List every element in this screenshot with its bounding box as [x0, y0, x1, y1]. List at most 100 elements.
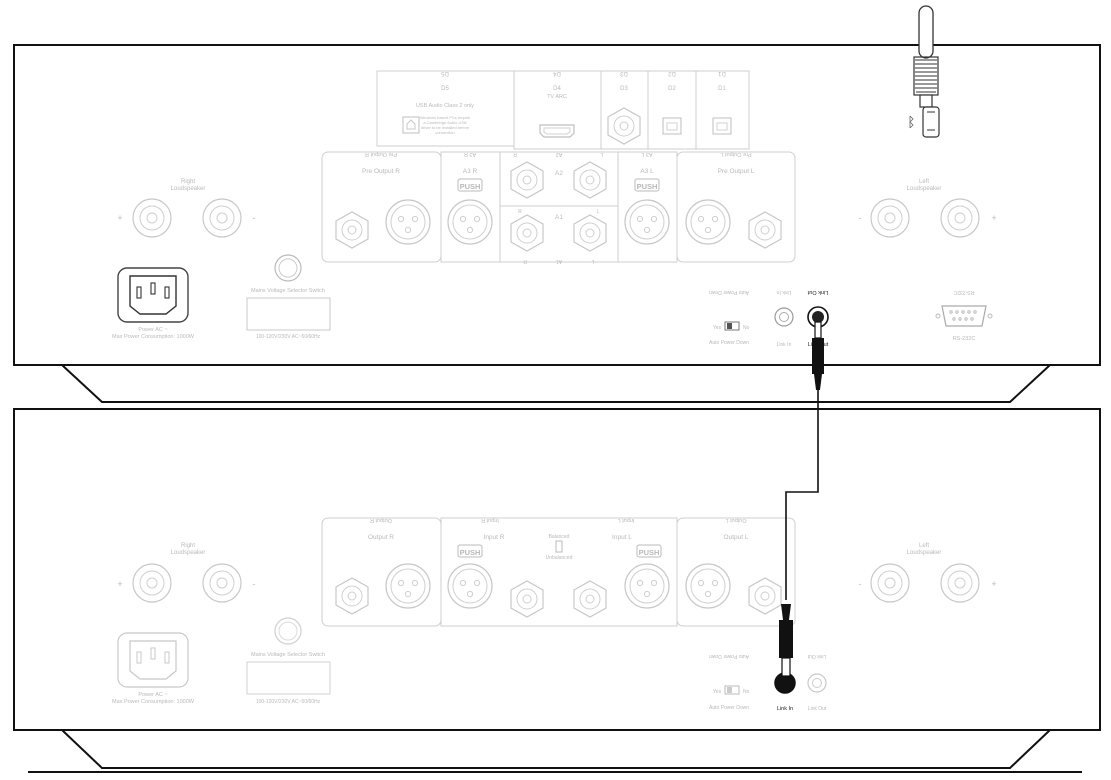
- right-speaker-minus-bottom: -: [253, 579, 256, 589]
- d4-header: D4: [553, 70, 561, 76]
- right-speaker-post-plus: [132, 198, 172, 238]
- voltage-label-bottom: 100-120V/230V AC~50/60Hz: [256, 699, 321, 705]
- left-speaker-plus: +: [991, 213, 996, 223]
- right-speaker-post-minus: [202, 198, 242, 238]
- input-l-label: Input L: [612, 534, 632, 541]
- right-speaker-label: Right: [181, 179, 195, 185]
- link-cable: [779, 321, 824, 677]
- input-r-label: Input R: [484, 534, 505, 541]
- a3-r-header: A3 R: [464, 151, 476, 157]
- balanced-switch[interactable]: [555, 540, 563, 553]
- balanced-label: Balanced: [549, 534, 570, 540]
- digital-inputs-panel: D5 D5 USB Audio Class 2 only Windows bas…: [376, 70, 750, 150]
- mains-switch-label-bottom: Mains Voltage Selector Switch: [251, 652, 325, 658]
- left-speaker-minus: -: [859, 213, 862, 223]
- yes-label-bottom: Yes: [713, 689, 722, 695]
- no-label: No: [743, 325, 750, 331]
- d2-header: D2: [668, 70, 676, 76]
- control-section-bottom: Auto Power Down Yes No Auto Power Down L…: [709, 653, 827, 712]
- push-tab-input-l: [636, 544, 662, 558]
- right-speaker-label-2-bottom: Loudspeaker: [171, 550, 206, 556]
- right-loudspeaker-terminals-bottom: Right Loudspeaker + -: [117, 543, 256, 603]
- top-unit: D5 D5 USB Audio Class 2 only Windows bas…: [13, 5, 1101, 403]
- d3-label: D3: [620, 86, 628, 92]
- top-unit-foot: [61, 364, 1051, 403]
- push-label-a3-l: PUSH: [637, 182, 658, 191]
- a2-header-l: L: [600, 151, 603, 157]
- pre-output-l-label: Pre Output L: [718, 168, 755, 175]
- right-speaker-minus: -: [253, 213, 256, 223]
- right-speaker-post-plus-bottom: [132, 563, 172, 603]
- pre-output-r-label: Pre Output R: [362, 168, 400, 175]
- d5-note-4: connection: [435, 130, 454, 135]
- d4-label: D4: [553, 86, 561, 92]
- auto-power-down-label-bottom: Auto Power Down: [709, 705, 749, 711]
- left-speaker-post-plus: [940, 198, 980, 238]
- input-l-header: Input L: [618, 517, 635, 523]
- bottom-unit-foot: [61, 729, 1051, 769]
- link-out-port-bottom[interactable]: [807, 673, 827, 693]
- voltage-label: 100-120V/230V AC~50/60Hz: [256, 334, 321, 340]
- power-ac-label-bottom: Power AC ~: [138, 692, 167, 698]
- power-ac-label: Power AC ~: [138, 327, 167, 333]
- no-label-bottom: No: [743, 689, 750, 695]
- a1-r: R: [518, 209, 522, 215]
- auto-power-down-mirror-bottom: Auto Power Down: [709, 653, 749, 659]
- rs232-label: RS-232C: [953, 336, 976, 342]
- right-speaker-plus-bottom: +: [117, 579, 122, 589]
- right-speaker-plus: +: [117, 213, 122, 223]
- left-speaker-label: Left: [919, 179, 929, 185]
- d5-note-1: Windows based PCs require: [420, 115, 471, 120]
- d1-label: D1: [718, 86, 726, 92]
- link-out-mirror-bottom: Link Out: [807, 653, 826, 659]
- left-speaker-post-plus-bottom: [940, 563, 980, 603]
- analog-panel-bottom: Output R Output R Input R Input R Input …: [321, 517, 796, 627]
- left-speaker-post-minus-bottom: [870, 563, 910, 603]
- push-tab-a3-l: [634, 178, 660, 192]
- link-in-port-top[interactable]: [774, 307, 794, 327]
- d5-label: D5: [441, 86, 449, 92]
- rs232-port[interactable]: [935, 305, 993, 327]
- analog-panel-top: Pre Output R Pre Output R A3 R A3 R PUSH…: [321, 151, 796, 264]
- right-speaker-post-minus-bottom: [202, 563, 242, 603]
- left-loudspeaker-terminals-top: Left Loudspeaker - +: [859, 179, 997, 238]
- output-r-label: Output R: [368, 534, 394, 541]
- link-in-label: Link In: [777, 342, 792, 348]
- a3-l-header: A3 L: [641, 151, 652, 157]
- power-inlet-bottom: Power AC ~ Max Power Consumption: 1000W: [112, 632, 195, 705]
- mains-voltage-selector-bottom: Mains Voltage Selector Switch 100-120V/2…: [246, 617, 331, 705]
- right-speaker-label-bottom: Right: [181, 543, 195, 549]
- auto-power-down-label: Auto Power Down: [709, 340, 749, 346]
- bottom-unit: Output R Output R Input R Input R Input …: [13, 408, 1101, 773]
- right-speaker-label-2: Loudspeaker: [171, 186, 206, 192]
- left-speaker-minus-bottom: -: [859, 579, 862, 589]
- push-label-input-r: PUSH: [460, 548, 481, 557]
- input-r-header: Input R: [481, 517, 499, 523]
- a1-footer: A1: [556, 258, 562, 264]
- rs232-mirror: RS-232C: [953, 289, 974, 295]
- left-speaker-label-2: Loudspeaker: [907, 186, 942, 192]
- a1-footer-r: R: [523, 258, 527, 264]
- auto-power-down-mirror: Auto Power Down: [709, 289, 749, 295]
- left-speaker-label-2-bottom: Loudspeaker: [907, 550, 942, 556]
- d2-label: D2: [668, 86, 676, 92]
- push-label-input-l: PUSH: [639, 548, 660, 557]
- top-unit-chassis: [13, 44, 1101, 366]
- left-speaker-label-bottom: Left: [919, 543, 929, 549]
- left-loudspeaker-terminals-bottom: Left Loudspeaker - +: [859, 543, 997, 603]
- unbalanced-label: Unbalanced: [546, 555, 573, 561]
- power-consumption-label-bottom: Max Power Consumption: 1000W: [112, 699, 195, 705]
- a1-footer-l: L: [591, 258, 594, 264]
- right-loudspeaker-terminals-top: Right Loudspeaker + -: [117, 179, 256, 238]
- mains-voltage-selector-top: Mains Voltage Selector Switch 100-120V/2…: [246, 254, 331, 340]
- mains-switch-label: Mains Voltage Selector Switch: [251, 288, 325, 294]
- output-r-header: Output R: [370, 517, 392, 523]
- left-speaker-post-minus: [870, 198, 910, 238]
- a1-label: A1: [555, 214, 563, 221]
- hdmi-port: [539, 124, 575, 138]
- power-inlet-top: Power AC ~ Max Power Consumption: 1000W: [112, 267, 195, 340]
- usb-port: [402, 116, 420, 134]
- output-l-label: Output L: [724, 534, 749, 541]
